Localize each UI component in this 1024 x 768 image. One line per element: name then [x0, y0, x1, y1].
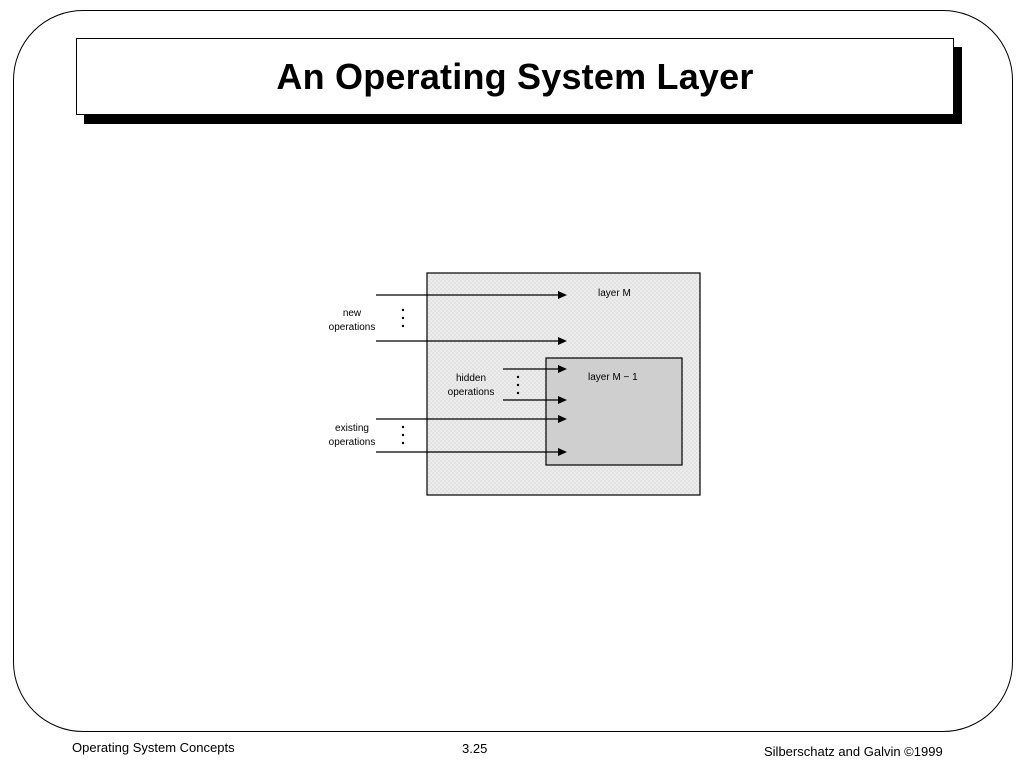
ellipsis-dots-icon — [516, 375, 520, 395]
new-operation-arrow — [376, 337, 567, 345]
ellipsis-dots-icon — [401, 425, 405, 445]
footer-course-title: Operating System Concepts — [72, 740, 235, 755]
layer-m-label: layer M — [598, 288, 631, 299]
existing-operations-label-line1: existing — [335, 423, 369, 434]
hidden-operation-arrow — [503, 365, 567, 373]
slide-frame — [13, 10, 1013, 732]
footer-copyright: Silberschatz and Galvin ©1999 — [764, 744, 943, 759]
slide-title: An Operating System Layer — [276, 55, 754, 97]
footer-slide-number: 3.25 — [462, 741, 488, 756]
hidden-operations-label-line1: hidden — [456, 373, 486, 384]
existing-operations-label-line2: operations — [329, 437, 376, 448]
existing-operation-arrow — [376, 415, 567, 423]
new-operations-label-line2: operations — [329, 322, 376, 333]
existing-operation-arrow — [376, 448, 567, 456]
layer-m-minus-1-label: layer M − 1 — [588, 372, 638, 383]
hidden-operations-label-line2: operations — [448, 387, 495, 398]
new-operation-arrow — [376, 291, 567, 299]
new-operations-label-line1: new — [343, 308, 362, 319]
ellipsis-dots-icon — [401, 308, 405, 328]
title-box: An Operating System Layer — [76, 38, 954, 115]
layer-m-minus-1-box — [545, 357, 683, 466]
hidden-operation-arrow — [503, 396, 567, 404]
